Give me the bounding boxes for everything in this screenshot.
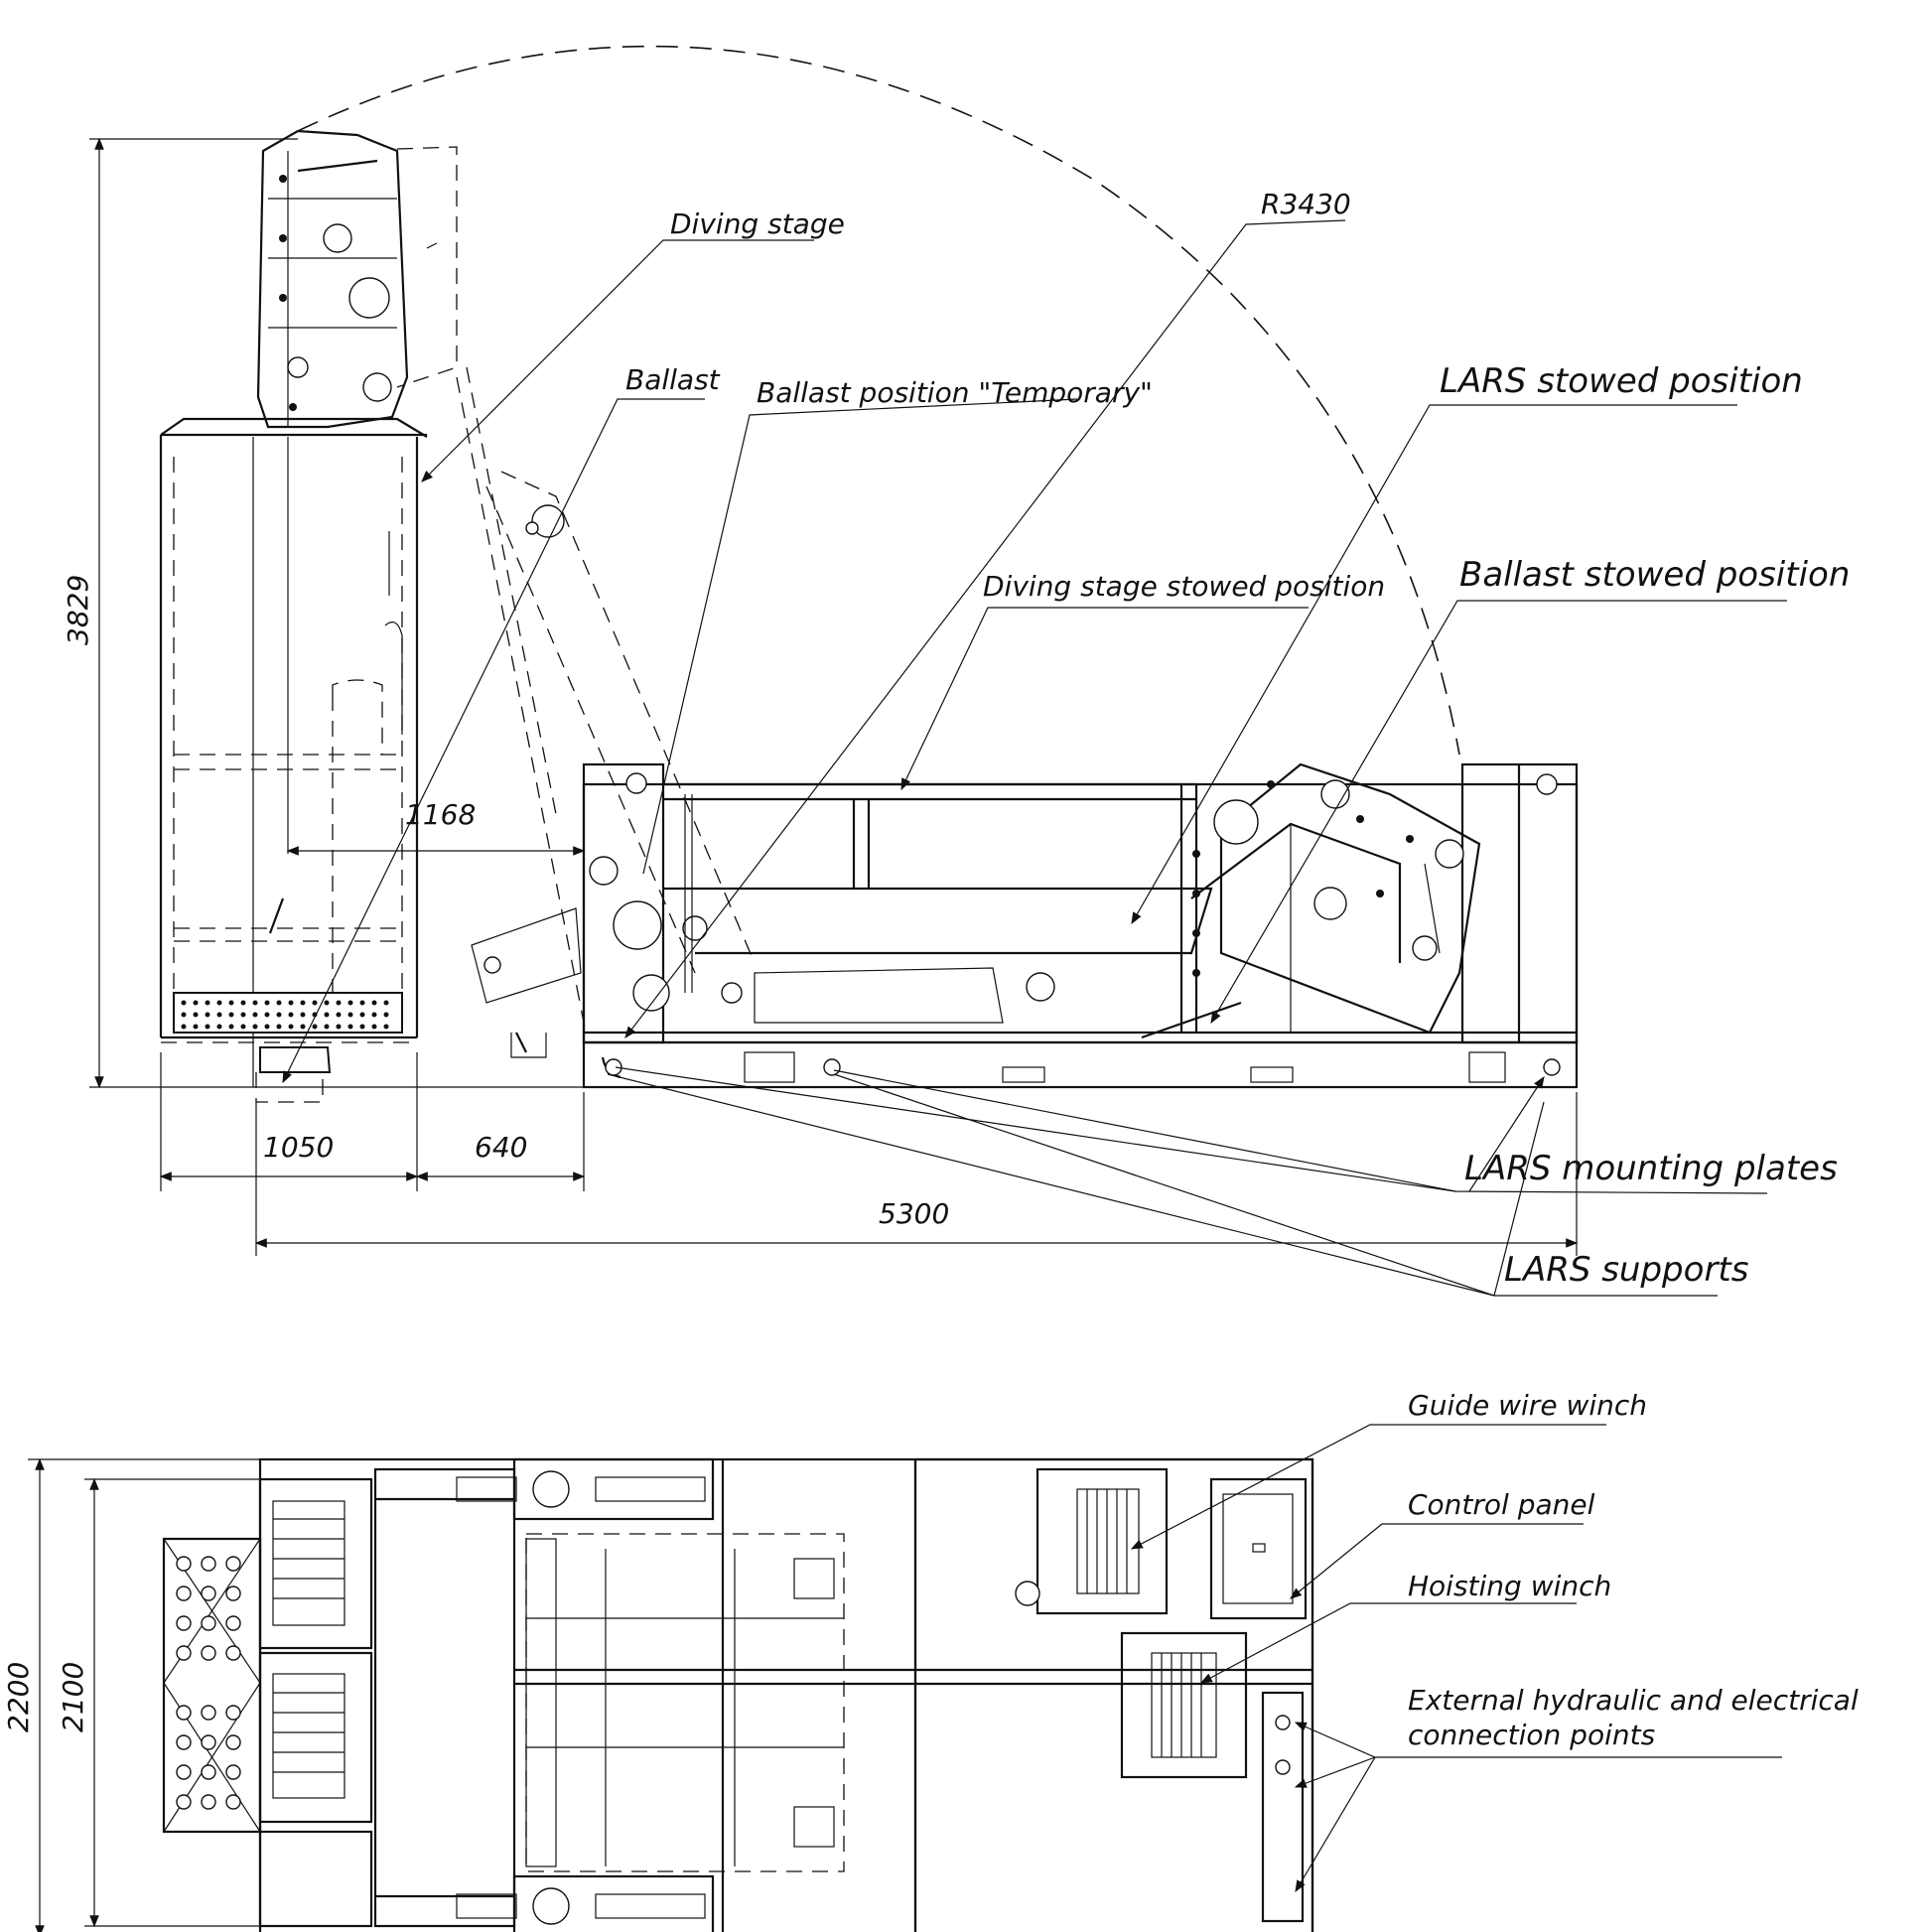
label-r3430: R3430 bbox=[1261, 188, 1351, 220]
ballast-stage-perforation bbox=[181, 1000, 389, 1030]
top-connection-points bbox=[1261, 1691, 1305, 1923]
label-guide-wire-winch: Guide wire winch bbox=[1408, 1389, 1647, 1422]
dimensions-side bbox=[89, 137, 1579, 1256]
label-lars-mounting-plates: LARS mounting plates bbox=[1464, 1149, 1838, 1188]
dim-2200: 2200 bbox=[2, 1662, 35, 1732]
label-ballast: Ballast bbox=[625, 363, 721, 396]
dim-640: 640 bbox=[475, 1131, 527, 1164]
side-view bbox=[89, 45, 1787, 1297]
label-diving-stage: Diving stage bbox=[670, 207, 845, 240]
label-diving-stage-stowed: Diving stage stowed position bbox=[983, 570, 1385, 603]
label-lars-stowed: LARS stowed position bbox=[1440, 361, 1803, 401]
label-ballast-temporary: Ballast position "Temporary" bbox=[757, 376, 1153, 409]
leaders-side bbox=[282, 219, 1787, 1297]
top-stage-dashed bbox=[525, 1533, 845, 1872]
label-lars-supports: LARS supports bbox=[1504, 1250, 1748, 1290]
top-guide-wire-winch bbox=[1015, 1467, 1169, 1615]
top-cylinders bbox=[456, 1457, 715, 1932]
label-ballast-stowed: Ballast stowed position bbox=[1459, 555, 1850, 595]
label-hoisting-winch: Hoisting winch bbox=[1408, 1570, 1611, 1602]
dim-5300: 5300 bbox=[879, 1197, 949, 1230]
top-view bbox=[28, 1424, 1782, 1932]
diving-stage-transit bbox=[471, 471, 756, 1004]
label-control-panel: Control panel bbox=[1408, 1488, 1595, 1521]
lars-aframe-stowed bbox=[1141, 762, 1481, 1039]
label-ext-connections-line2: connection points bbox=[1408, 1719, 1655, 1751]
dim-3829: 3829 bbox=[62, 575, 94, 645]
swing-radius-arc bbox=[297, 45, 1460, 756]
top-control-panel bbox=[1209, 1477, 1308, 1620]
labels: Diving stage R3430 Ballast Ballast posit… bbox=[2, 188, 1859, 1751]
diving-stage-upright bbox=[256, 129, 458, 429]
lars-frame bbox=[510, 762, 1579, 1089]
dim-1168: 1168 bbox=[405, 798, 476, 831]
label-ext-connections-line1: External hydraulic and electrical bbox=[1408, 1684, 1859, 1717]
top-hoisting-winch bbox=[1120, 1631, 1248, 1779]
dimensions-top bbox=[28, 1457, 260, 1932]
top-ballast bbox=[162, 1537, 262, 1834]
leaders-top bbox=[1130, 1424, 1782, 1893]
diving-stage-frame bbox=[159, 366, 587, 1103]
top-front-winches bbox=[258, 1477, 373, 1928]
dim-1050: 1050 bbox=[263, 1131, 334, 1164]
dim-2100: 2100 bbox=[57, 1662, 89, 1732]
